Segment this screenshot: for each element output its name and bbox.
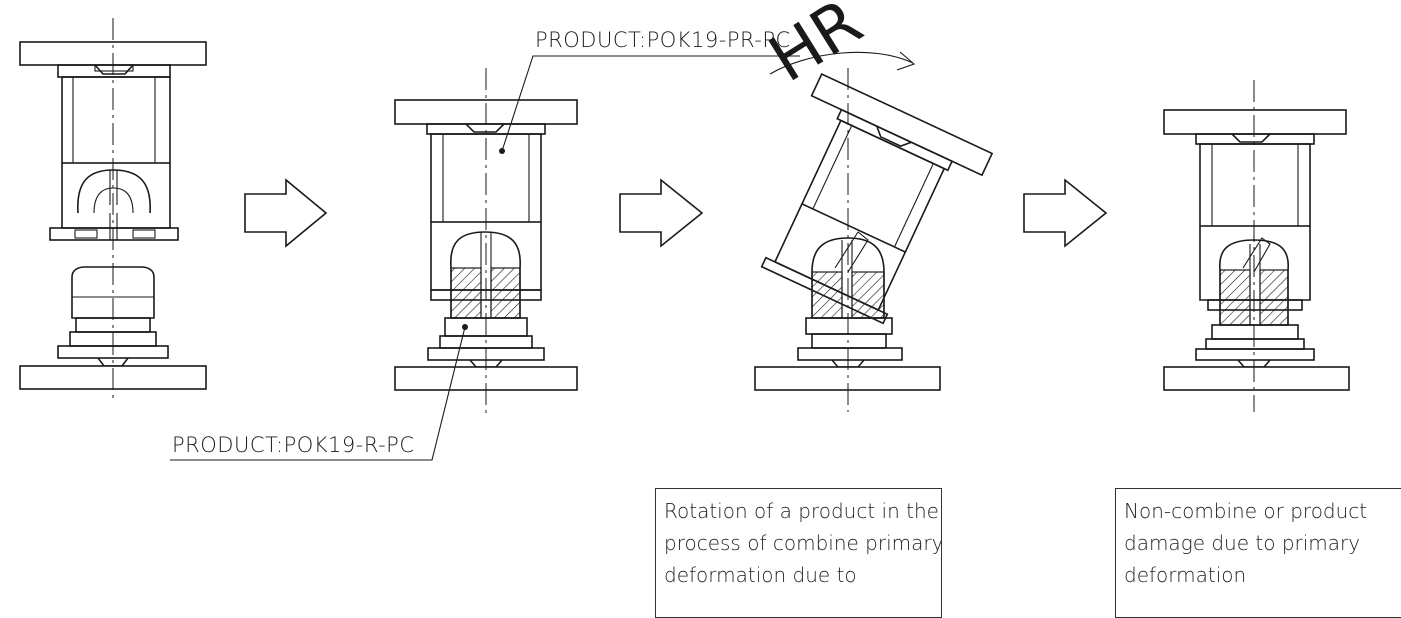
process-arrow-1 — [244, 178, 328, 248]
note-line: deformation — [1124, 563, 1247, 587]
stage-3-rotated-assembly — [754, 68, 994, 412]
stage-2-combined-assembly — [394, 68, 578, 415]
rotation-arrow-icon — [769, 51, 916, 75]
stage-4-damaged-assembly — [1163, 80, 1350, 412]
leader-line-lower — [170, 326, 466, 461]
note-line: Non-combine or product — [1124, 499, 1368, 523]
note-line: process of combine primary — [664, 531, 942, 555]
rotation-note-box: Rotation of a product in the process of … — [655, 488, 942, 618]
damage-note-box: Non-combine or product damage due to pri… — [1115, 488, 1401, 618]
process-arrow-2 — [619, 178, 704, 248]
stage-1-separated-assembly — [19, 18, 207, 400]
note-line: deformation due to — [664, 563, 857, 587]
product-label-lower: PRODUCT:POK19-R-PC — [172, 433, 415, 457]
note-line: damage due to primary — [1124, 531, 1361, 555]
process-arrow-3 — [1023, 178, 1108, 248]
watermark: HR — [757, 0, 875, 97]
product-label-upper: PRODUCT:POK19-PR-PC — [535, 28, 791, 52]
note-line: Rotation of a product in the — [664, 499, 939, 523]
leader-line-upper — [501, 55, 800, 152]
